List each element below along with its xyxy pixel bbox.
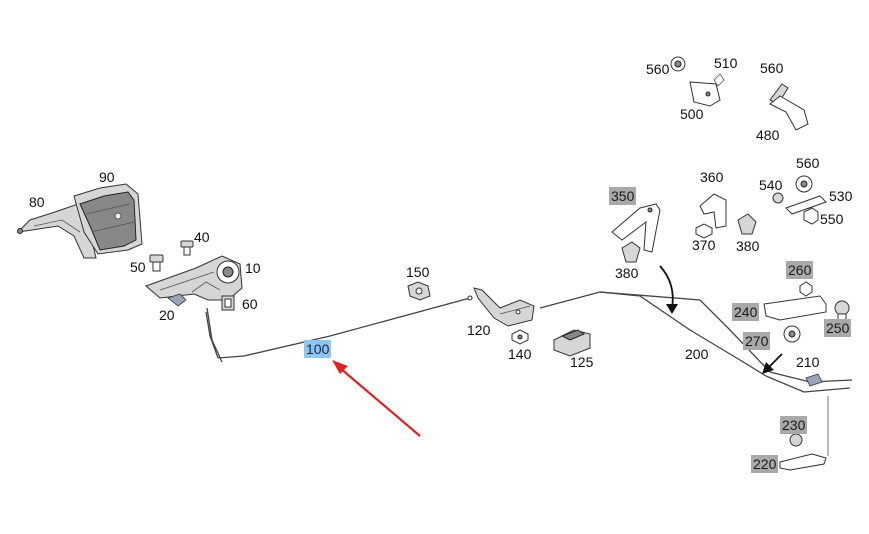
label-50[interactable]: 50	[130, 259, 146, 275]
part-90-cover-main[interactable]	[73, 183, 143, 255]
arrow-black-upper	[659, 265, 678, 314]
part-10-pedal-assembly[interactable]	[145, 255, 243, 301]
part-80-cover-left[interactable]	[16, 203, 97, 259]
part-270-spring[interactable]	[783, 325, 801, 343]
part-120-equalizer-lever[interactable]	[473, 287, 535, 327]
label-560-top-right[interactable]: 560	[760, 60, 784, 76]
label-560-right[interactable]: 560	[796, 155, 820, 171]
part-210-clip[interactable]	[805, 373, 823, 387]
part-560-clip-right[interactable]	[795, 175, 813, 193]
label-480[interactable]: 480	[756, 127, 780, 143]
part-500-bracket[interactable]	[689, 81, 721, 107]
part-240-lever[interactable]	[763, 295, 827, 321]
part-540-bolt[interactable]	[772, 192, 784, 204]
label-350[interactable]: 350	[609, 187, 637, 205]
label-240[interactable]: 240	[732, 303, 760, 321]
label-510[interactable]: 510	[714, 55, 738, 71]
part-220-bracket[interactable]	[779, 396, 829, 471]
label-270[interactable]: 270	[743, 332, 771, 350]
label-530[interactable]: 530	[829, 188, 853, 204]
label-370[interactable]: 370	[692, 237, 716, 253]
part-480-bracket[interactable]	[769, 95, 809, 131]
part-510-spring-clip[interactable]	[713, 73, 725, 87]
label-560-top-left[interactable]: 560	[646, 61, 670, 77]
label-200[interactable]: 200	[685, 346, 709, 362]
label-100-selected[interactable]: 100	[304, 340, 332, 358]
label-10[interactable]: 10	[245, 260, 261, 276]
label-20[interactable]: 20	[159, 307, 175, 323]
part-260-nut[interactable]	[799, 281, 813, 297]
label-220[interactable]: 220	[751, 455, 779, 473]
part-530-plate[interactable]	[785, 195, 827, 215]
label-550[interactable]: 550	[820, 211, 844, 227]
label-90[interactable]: 90	[99, 169, 115, 185]
part-140-nut[interactable]	[511, 329, 529, 345]
label-210[interactable]: 210	[796, 354, 820, 370]
label-125[interactable]: 125	[570, 354, 594, 370]
part-380-clip-right[interactable]	[737, 213, 757, 235]
part-60-clip[interactable]	[221, 295, 235, 311]
label-120[interactable]: 120	[467, 322, 491, 338]
label-140[interactable]: 140	[508, 346, 532, 362]
label-80[interactable]: 80	[29, 194, 45, 210]
part-200-rear-cable[interactable]	[539, 291, 853, 393]
part-50-bolt[interactable]	[149, 254, 164, 272]
label-250[interactable]: 250	[824, 319, 852, 337]
arrow-black-lower	[762, 353, 783, 374]
part-370-nut[interactable]	[695, 223, 713, 239]
arrow-red-pointer	[332, 360, 421, 437]
part-350-bracket[interactable]	[611, 203, 661, 253]
label-230[interactable]: 230	[780, 416, 808, 434]
part-40-bolt[interactable]	[180, 240, 194, 256]
part-20-bracket[interactable]	[167, 293, 187, 307]
part-550-nut[interactable]	[803, 207, 819, 225]
label-380-left[interactable]: 380	[615, 265, 639, 281]
label-540[interactable]: 540	[759, 177, 783, 193]
label-500[interactable]: 500	[680, 106, 704, 122]
part-380-clip-left[interactable]	[621, 241, 641, 263]
label-360[interactable]: 360	[700, 169, 724, 185]
part-250-bolt[interactable]	[834, 300, 850, 321]
part-230-bolt[interactable]	[789, 433, 803, 447]
part-560-clip-top-left[interactable]	[670, 56, 686, 72]
label-150[interactable]: 150	[406, 264, 430, 280]
label-40[interactable]: 40	[194, 229, 210, 245]
label-60[interactable]: 60	[242, 296, 258, 312]
label-380-right[interactable]: 380	[736, 238, 760, 254]
part-125-bracket[interactable]	[553, 329, 591, 357]
part-100-front-cable[interactable]	[205, 295, 473, 363]
part-150-guide[interactable]	[407, 281, 431, 301]
part-360-bracket[interactable]	[699, 193, 727, 229]
label-260[interactable]: 260	[786, 261, 814, 279]
